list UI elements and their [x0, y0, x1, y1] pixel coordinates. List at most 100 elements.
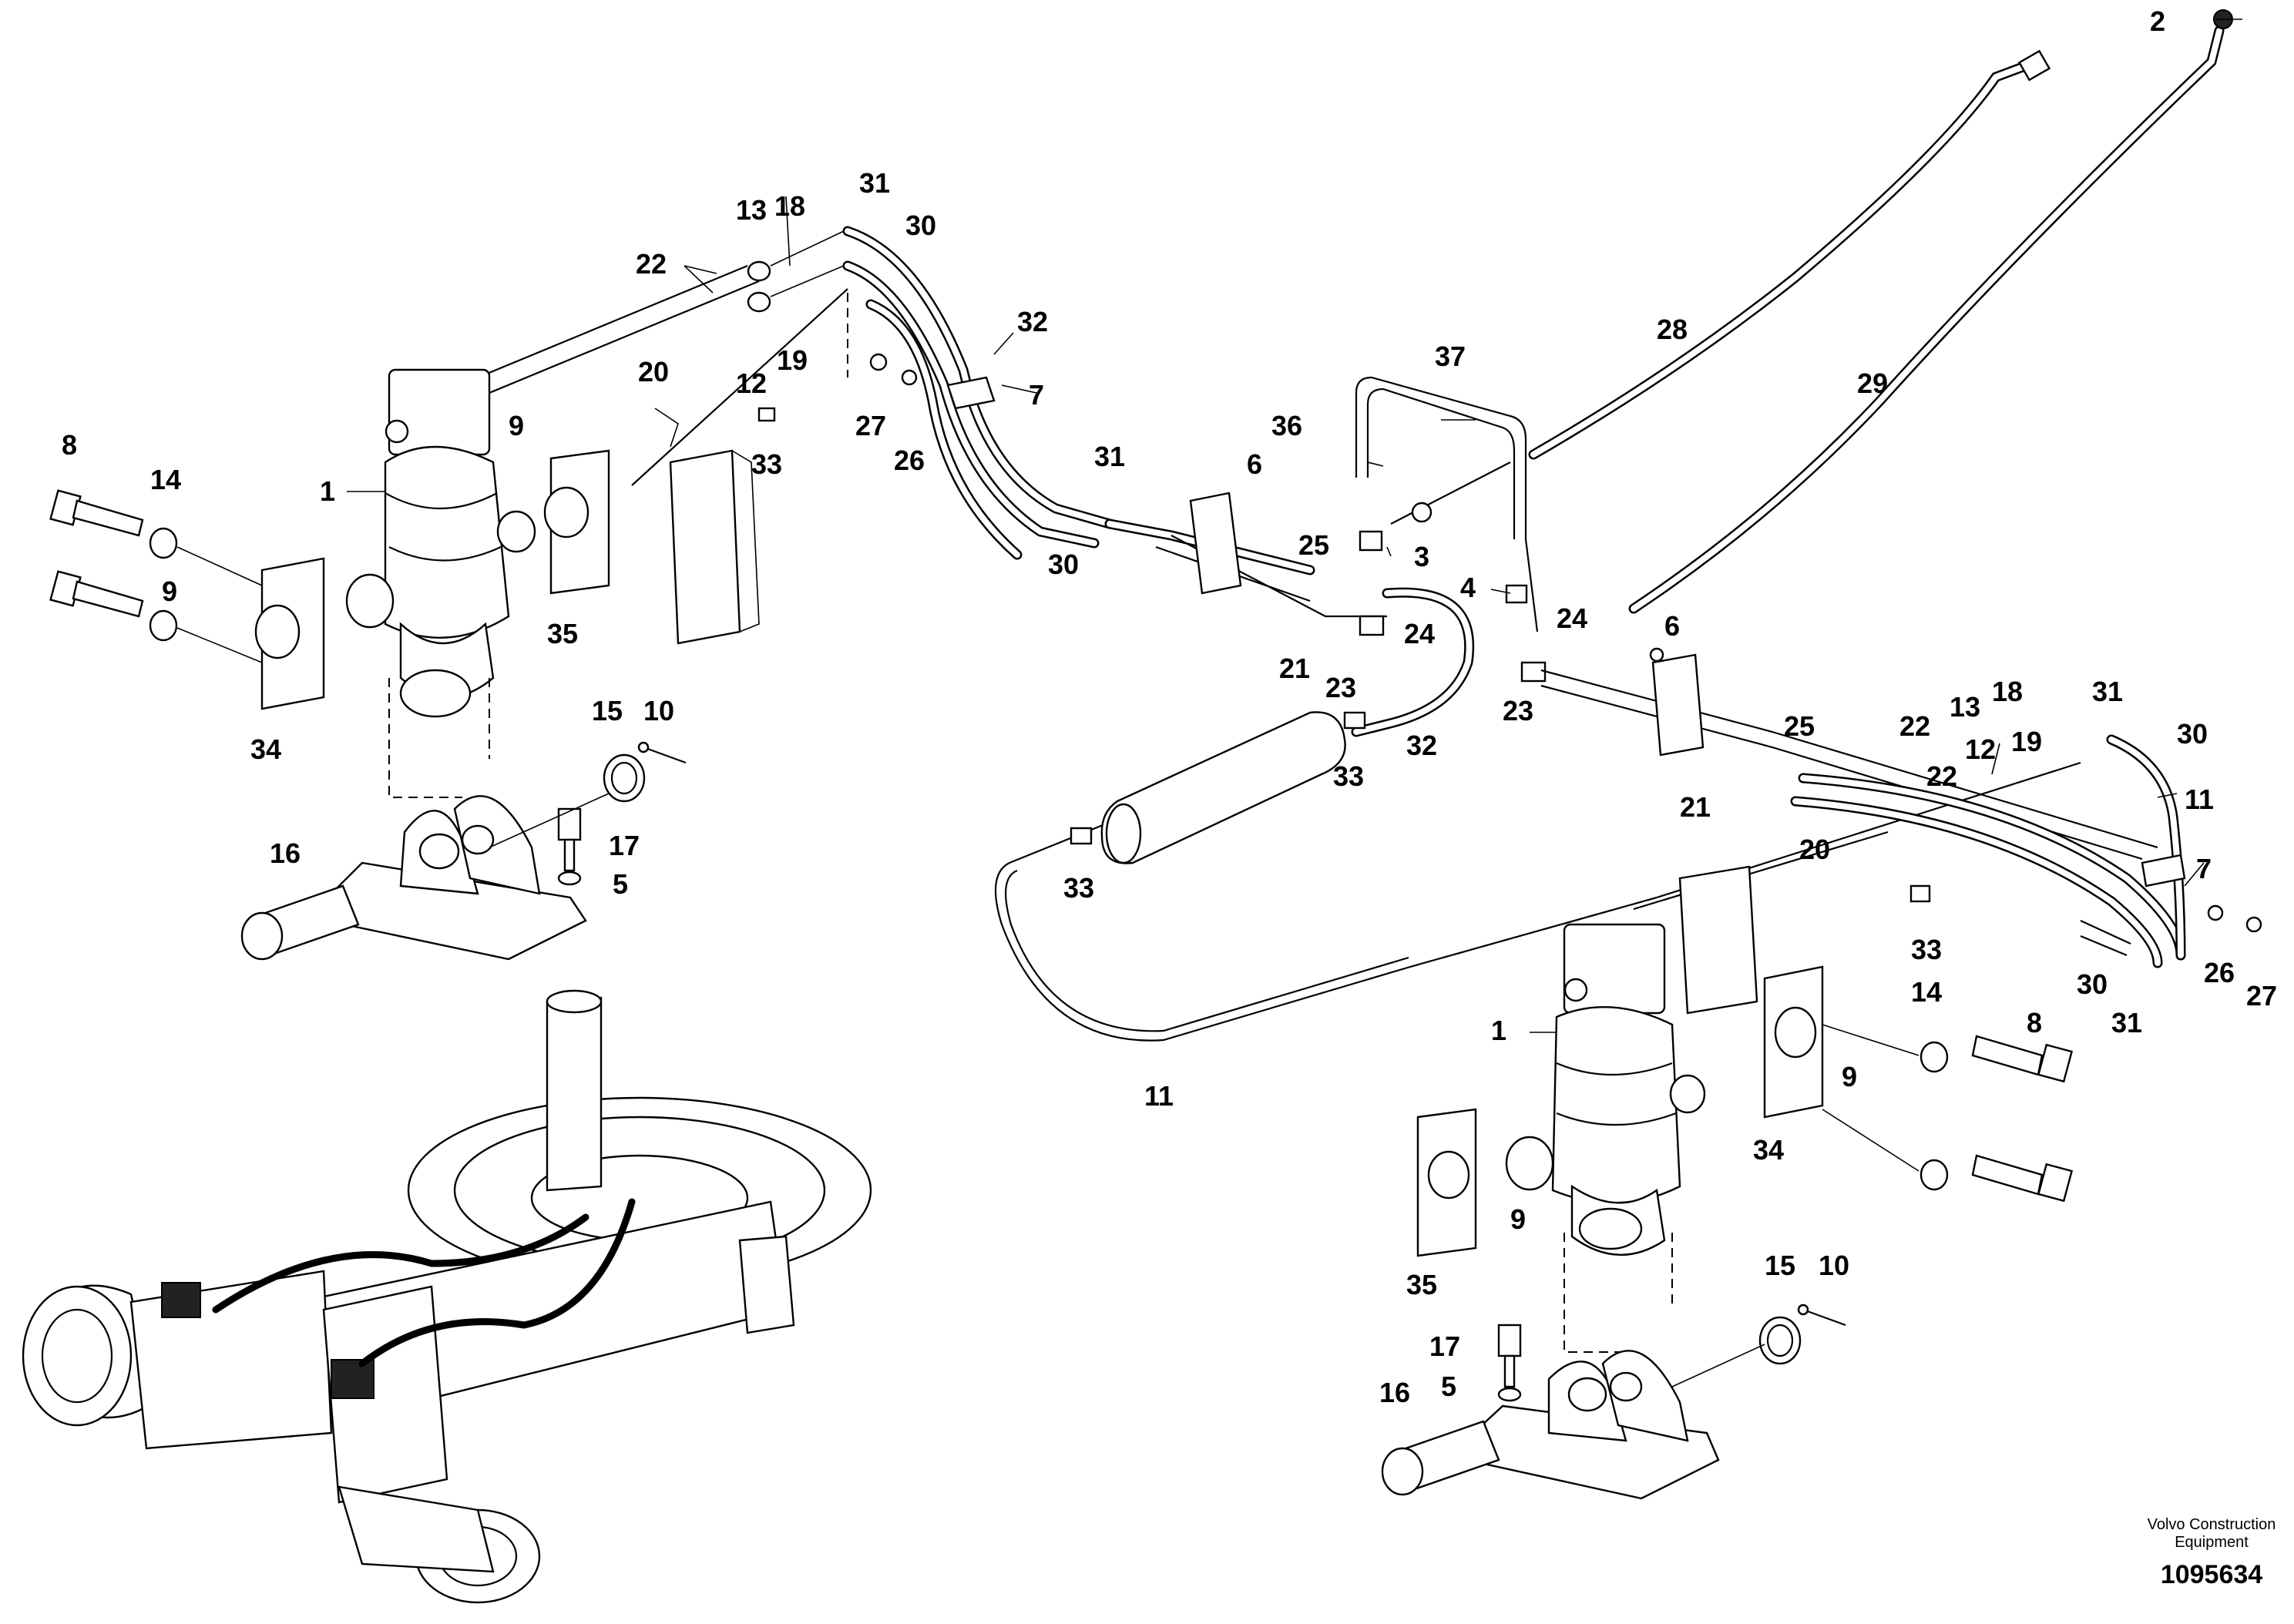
right-swivel-assembly [1381, 865, 2074, 1500]
part-label-37: 37 [1435, 341, 1466, 372]
bolt-17 [557, 807, 582, 841]
fitting-33-a [1070, 827, 1093, 845]
part-label-18: 18 [774, 190, 805, 222]
swivel-cylinder-right [1551, 1006, 1681, 1204]
part-label-30d: 30 [2077, 968, 2108, 1000]
part-label-19: 19 [777, 344, 808, 376]
part-label-28: 28 [1657, 314, 1688, 345]
part-label-33c: 33 [1063, 872, 1094, 904]
part-label-1b: 1 [1491, 1015, 1506, 1046]
part-label-12b: 12 [1965, 733, 1996, 765]
part-label-22c: 22 [1926, 760, 1957, 792]
part-label-36: 36 [1271, 410, 1302, 441]
fitting-33-c [757, 407, 776, 422]
part-label-30c: 30 [2177, 718, 2208, 750]
part-label-7b: 7 [2196, 853, 2212, 884]
part-label-15: 15 [592, 695, 623, 726]
swivel-cylinder [384, 445, 510, 639]
part-label-35b: 35 [1406, 1269, 1437, 1300]
part-label-5: 5 [613, 868, 628, 900]
part-label-23: 23 [1325, 672, 1356, 703]
part-label-25: 25 [1298, 529, 1329, 561]
part-label-31d: 31 [2111, 1007, 2142, 1038]
caption-line-1: Volvo Construction [2148, 1516, 2276, 1533]
bracket-6-right [1651, 653, 1705, 757]
leader-lines [347, 18, 2242, 1033]
part-label-35: 35 [547, 618, 578, 649]
part-label-22: 22 [636, 248, 667, 280]
fitting-33-b [1343, 711, 1366, 730]
part-label-26b: 26 [2204, 957, 2235, 988]
part-label-29: 29 [1857, 367, 1888, 399]
drawing-number: 1095634 [2161, 1560, 2262, 1589]
part-label-22b: 22 [1899, 710, 1930, 742]
accumulator [1100, 711, 1346, 864]
part-label-34b: 34 [1753, 1134, 1784, 1166]
bolt-8-upper [49, 489, 144, 537]
hose-clamp-7-right [2141, 854, 2186, 887]
part-label-27b: 27 [2246, 980, 2277, 1012]
tee-24-right [1520, 661, 1547, 683]
tee-24 [1359, 615, 1385, 636]
part-label-21: 21 [1279, 653, 1310, 684]
part-label-layer: 2 22 13 18 12 19 31 30 32 7 20 27 26 33 … [62, 5, 2277, 1589]
tee-3 [1359, 530, 1383, 552]
part-label-16: 16 [270, 837, 301, 869]
part-label-1: 1 [320, 475, 335, 507]
part-label-17: 17 [609, 830, 640, 861]
part-label-24: 24 [1404, 618, 1435, 649]
bracket-20 [669, 449, 741, 645]
part-label-16b: 16 [1379, 1377, 1410, 1408]
bracket-20-right [1678, 865, 1758, 1015]
part-label-9c: 9 [1842, 1061, 1857, 1092]
part-label-34: 34 [250, 733, 281, 765]
part-label-5b: 5 [1441, 1371, 1456, 1402]
part-label-27: 27 [855, 410, 886, 441]
part-label-3: 3 [1414, 541, 1429, 572]
part-label-9: 9 [509, 410, 524, 441]
part-label-31c: 31 [2092, 676, 2123, 707]
part-label-31: 31 [859, 167, 890, 199]
part-label-9b: 9 [162, 575, 177, 607]
part-label-9d: 9 [1510, 1203, 1526, 1235]
part-label-33b: 33 [1333, 760, 1364, 792]
part-label-13: 13 [736, 194, 767, 226]
part-label-15b: 15 [1765, 1250, 1795, 1281]
part-label-11: 11 [1144, 1080, 1174, 1112]
part-label-33d: 33 [1911, 934, 1942, 965]
part-label-7: 7 [1029, 379, 1044, 411]
part-label-30b: 30 [1048, 549, 1079, 580]
part-label-12: 12 [736, 367, 767, 399]
part-label-4: 4 [1460, 572, 1476, 603]
part-label-10b: 10 [1819, 1250, 1849, 1281]
part-label-14b: 14 [1911, 976, 1942, 1008]
hose-clamp-7 [946, 376, 996, 410]
part-label-18b: 18 [1992, 676, 2023, 707]
part-label-10: 10 [643, 695, 674, 726]
part-label-32b: 32 [1406, 730, 1437, 761]
part-label-11b: 11 [2185, 783, 2214, 815]
ring-15 [603, 753, 646, 803]
part-label-31b: 31 [1094, 441, 1125, 472]
part-label-6b: 6 [1664, 610, 1680, 642]
part-label-21b: 21 [1680, 791, 1711, 823]
part-label-19b: 19 [2011, 726, 2042, 757]
tee-4 [1505, 584, 1528, 604]
part-label-13b: 13 [1950, 691, 1980, 723]
left-swivel-assembly [49, 226, 1115, 961]
part-label-30: 30 [905, 210, 936, 241]
part-label-20: 20 [638, 356, 669, 388]
valve-block [388, 368, 491, 456]
part-label-17b: 17 [1429, 1330, 1460, 1362]
part-label-26: 26 [894, 445, 925, 476]
part-label-8b: 8 [2027, 1007, 2042, 1038]
part-label-8: 8 [62, 429, 77, 461]
inset-machine-view [22, 989, 872, 1604]
fitting-33-d [1909, 884, 1931, 903]
part-label-2: 2 [2150, 5, 2165, 37]
center-lines [757, 9, 2262, 1042]
part-label-23b: 23 [1503, 695, 1533, 726]
part-label-25b: 25 [1784, 710, 1815, 742]
